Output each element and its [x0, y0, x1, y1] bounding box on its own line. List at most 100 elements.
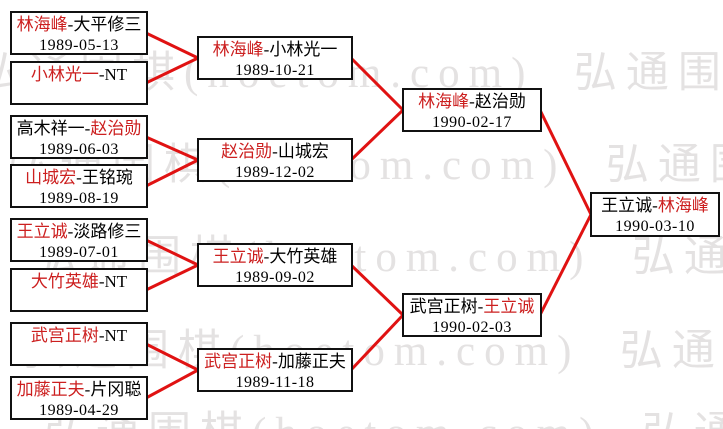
match-date: 1989-05-13	[39, 37, 119, 54]
match-box: 王立诚-大竹英雄 1989-09-02	[197, 243, 353, 287]
match-separator: -	[84, 380, 91, 399]
match-separator: -	[652, 196, 658, 215]
connector-line	[145, 238, 199, 267]
player2-name: 赵治勋	[90, 119, 142, 138]
match-title: 加藤正夫-片冈聪	[12, 379, 146, 401]
match-box: 武宫正树-加藤正夫 1989-11-18	[197, 348, 353, 392]
player2-name: NT	[104, 326, 128, 345]
player1-name: 高木祥一	[16, 119, 85, 138]
player1-name: 赵治勋	[221, 142, 273, 161]
match-box: 武宫正树-王立诚 1990-02-03	[402, 293, 542, 337]
watermark-text: 弘通围棋(hoetom.com)	[605, 142, 723, 189]
match-separator: -	[67, 222, 74, 241]
player1-name: 山城宏	[25, 168, 77, 187]
connector-line	[145, 158, 199, 188]
match-separator: -	[98, 65, 105, 84]
player2-name: 大平修三	[73, 15, 142, 34]
match-separator: -	[263, 40, 270, 59]
player1-name: 林海峰	[16, 15, 68, 34]
match-box: 林海峰-大平修三 1989-05-13	[10, 11, 148, 55]
match-title: 大竹英雄-NT	[12, 271, 146, 293]
player2-name: 片冈聪	[90, 380, 142, 399]
match-separator: -	[272, 352, 278, 371]
watermark-text: 弘通围棋(hoetom.com)	[44, 410, 602, 429]
match-separator: -	[84, 119, 91, 138]
player2-name: 淡路修三	[73, 222, 142, 241]
connector-line	[538, 109, 593, 216]
watermark-text: 弘通围棋(hoetom.com)	[631, 234, 723, 281]
match-title: 林海峰-赵治勋	[404, 91, 540, 113]
match-box: 林海峰-赵治勋 1990-02-17	[402, 88, 542, 132]
match-title: 高木祥一-赵治勋	[12, 118, 146, 140]
match-separator: -	[98, 272, 105, 291]
player1-name: 武宫正树	[30, 326, 99, 345]
player1-name: 林海峰	[418, 92, 470, 111]
connector-line	[349, 108, 405, 162]
player1-name: 王立诚	[212, 247, 264, 266]
watermark-text: 弘通围棋(hoetom.com)	[642, 410, 723, 429]
match-separator: -	[477, 297, 484, 316]
match-date: 1989-09-02	[235, 269, 315, 286]
player2-name: 王立诚	[483, 297, 535, 316]
player2-name: 林海峰	[657, 196, 709, 215]
match-title: 王立诚-大竹英雄	[199, 246, 351, 268]
connector-line	[538, 213, 593, 316]
match-title: 武宫正树-王立诚	[404, 296, 540, 318]
match-title: 赵治勋-山城宏	[199, 141, 351, 163]
match-title: 林海峰-大平修三	[12, 14, 146, 36]
match-box: 山城宏-王铭琬 1989-08-19	[10, 164, 148, 208]
player2-name: NT	[104, 65, 128, 84]
match-title: 王立诚-淡路修三	[12, 221, 146, 243]
match-date: 1990-02-03	[432, 319, 512, 336]
match-title: 王立诚-林海峰	[592, 195, 718, 217]
match-title: 山城宏-王铭琬	[12, 167, 146, 189]
match-separator: -	[469, 92, 475, 111]
player1-name: 武宫正树	[409, 297, 478, 316]
connector-line	[145, 263, 199, 292]
connector-line	[145, 31, 199, 60]
match-box: 林海峰-小林光一 1989-10-21	[197, 36, 353, 80]
match-date: 1990-02-17	[432, 114, 512, 131]
match-title: 武宫正树-NT	[12, 325, 146, 347]
watermark-text: 弘通围棋(hoetom.com)	[619, 328, 723, 375]
match-date: 1990-03-10	[615, 218, 695, 235]
match-separator: -	[263, 247, 270, 266]
match-date: 1989-07-01	[39, 244, 119, 261]
match-title: 林海峰-小林光一	[199, 39, 351, 61]
player2-name: NT	[104, 272, 128, 291]
player1-name: 武宫正树	[204, 352, 273, 371]
match-box: 王立诚-淡路修三 1989-07-01	[10, 218, 148, 262]
player1-name: 加藤正夫	[16, 380, 85, 399]
player1-name: 小林光一	[30, 65, 99, 84]
match-separator: -	[98, 326, 105, 345]
match-date: 1989-11-18	[235, 374, 315, 391]
connector-line	[145, 342, 199, 372]
match-date: 1989-08-19	[39, 190, 119, 207]
player1-name: 王立诚	[601, 196, 653, 215]
match-box: 小林光一-NT	[10, 61, 148, 105]
match-separator: -	[76, 168, 82, 187]
player2-name: 小林光一	[269, 40, 338, 59]
match-title: 武宫正树-加藤正夫	[199, 351, 351, 373]
match-date: 1989-06-03	[39, 141, 119, 158]
match-box: 武宫正树-NT	[10, 322, 148, 366]
player1-name: 林海峰	[212, 40, 264, 59]
player1-name: 王立诚	[16, 222, 68, 241]
match-date: 1989-12-02	[235, 164, 315, 181]
match-box: 大竹英雄-NT	[10, 268, 148, 312]
player2-name: 加藤正夫	[277, 352, 346, 371]
match-date: 1989-04-29	[39, 402, 119, 419]
match-box: 王立诚-林海峰 1990-03-10	[590, 192, 720, 237]
watermark-text: 弘通围棋(hoetom.com)	[573, 50, 723, 97]
connector-line	[145, 56, 199, 85]
match-box: 高木祥一-赵治勋 1989-06-03	[10, 115, 148, 159]
connector-line	[349, 263, 405, 317]
match-separator: -	[67, 15, 74, 34]
match-box: 加藤正夫-片冈聪 1989-04-29	[10, 376, 148, 420]
match-separator: -	[272, 142, 278, 161]
match-date: 1989-10-21	[235, 62, 315, 79]
connector-line	[145, 368, 199, 400]
player2-name: 大竹英雄	[269, 247, 338, 266]
